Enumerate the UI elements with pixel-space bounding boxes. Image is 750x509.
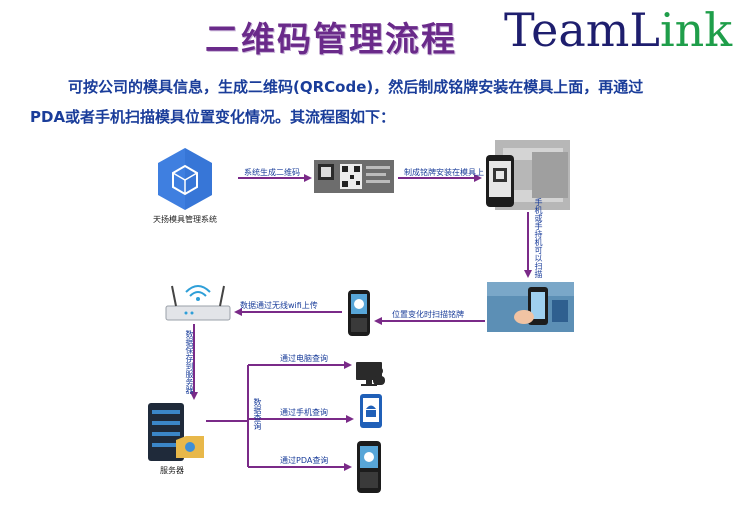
teamlink-logo: TeamLink [504,2,732,58]
label-data-query: 数据查询 [253,398,262,430]
system-hexagon-icon [158,148,212,210]
qr-nameplate-icon [314,160,394,193]
android-phone-icon [360,394,382,428]
server-icon [148,403,204,461]
handheld-pda-icon [348,290,370,336]
flow-arrows [190,174,532,471]
hand-scanning-icon [487,282,574,332]
mold-with-phone-icon [486,140,570,210]
label-wifi-upload: 数据通过无线wifi上传 [240,301,318,310]
server-caption: 服务器 [160,466,184,475]
computer-monitor-icon [356,362,385,386]
label-scan-on-move: 位置变化时扫描铭牌 [392,310,464,319]
intro-line-2: PDA或者手机扫描模具位置变化情况。其流程图如下： [30,108,396,126]
intro-paragraph: 可按公司的模具信息，生成二维码(QRCode)，然后制成铭牌安装在模具上面，再通… [30,72,730,132]
query-pda-icon [357,441,381,493]
system-caption: 天扬模具管理系统 [153,215,217,224]
label-scan-by-phone: 手机或手持机可以扫描 [534,198,543,278]
intro-line-1: 可按公司的模具信息，生成二维码(QRCode)，然后制成铭牌安装在模具上面，再通… [68,78,644,96]
label-query-pda: 通过PDA查询 [280,456,329,465]
label-query-phone: 通过手机查询 [280,408,328,417]
label-make-plate: 制成铭牌安装在模具上 [404,168,484,177]
logo-team-text: TeamL [504,3,660,57]
wifi-router-icon [165,285,231,321]
logo-link-text: ink [659,3,733,57]
label-query-pc: 通过电脑查询 [280,354,328,363]
label-generate-qr: 系统生成二维码 [244,168,300,177]
page-title: 二维码管理流程 [205,20,457,60]
label-store-server: 数据保存到服务器 [185,330,194,394]
